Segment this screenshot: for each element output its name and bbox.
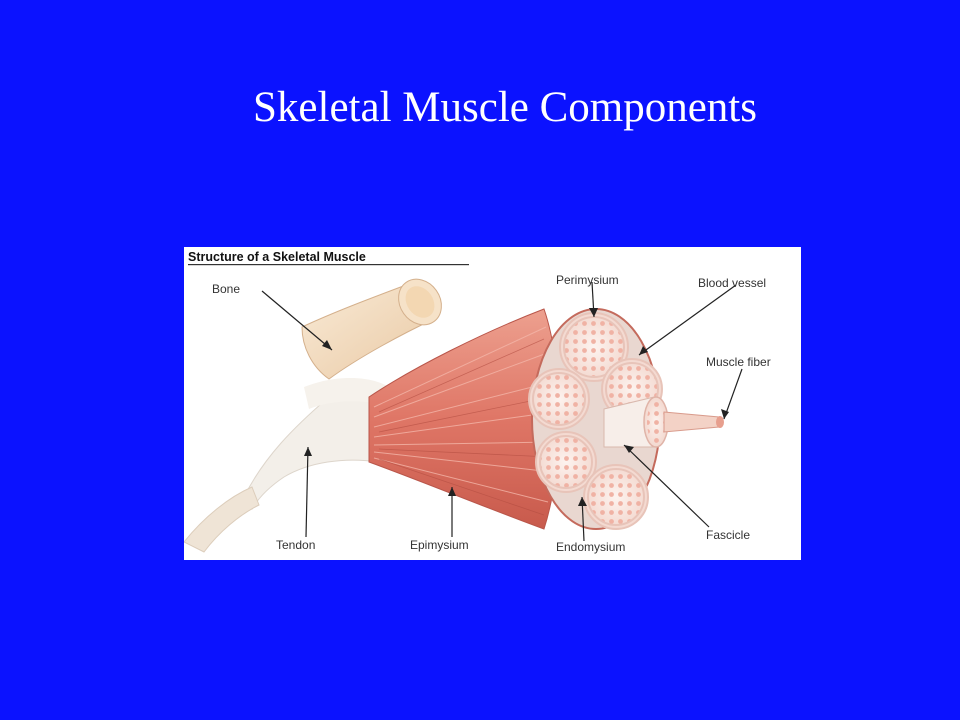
pointer-arrowheads bbox=[304, 308, 729, 506]
bone-shape bbox=[301, 278, 442, 380]
muscle-diagram-figure: Structure of a Skeletal Muscle bbox=[184, 247, 801, 560]
label-endomysium: Endomysium bbox=[556, 540, 625, 554]
label-muscle-fiber: Muscle fiber bbox=[706, 355, 771, 369]
figure-heading: Structure of a Skeletal Muscle bbox=[188, 250, 366, 264]
label-tendon: Tendon bbox=[276, 538, 315, 552]
label-epimysium: Epimysium bbox=[410, 538, 469, 552]
muscle-diagram-svg: Structure of a Skeletal Muscle bbox=[184, 250, 771, 554]
muscle-belly bbox=[368, 308, 560, 530]
slide-title: Skeletal Muscle Components bbox=[253, 84, 757, 131]
label-blood-vessel: Blood vessel bbox=[698, 276, 766, 290]
fascicle-bundles bbox=[528, 312, 663, 530]
label-bone: Bone bbox=[212, 282, 240, 296]
label-perimysium: Perimysium bbox=[556, 273, 619, 287]
heading-underline bbox=[188, 264, 469, 266]
muscle-cross-section bbox=[528, 308, 724, 530]
label-fascicle: Fascicle bbox=[706, 528, 750, 542]
tendon-shape bbox=[184, 378, 394, 553]
